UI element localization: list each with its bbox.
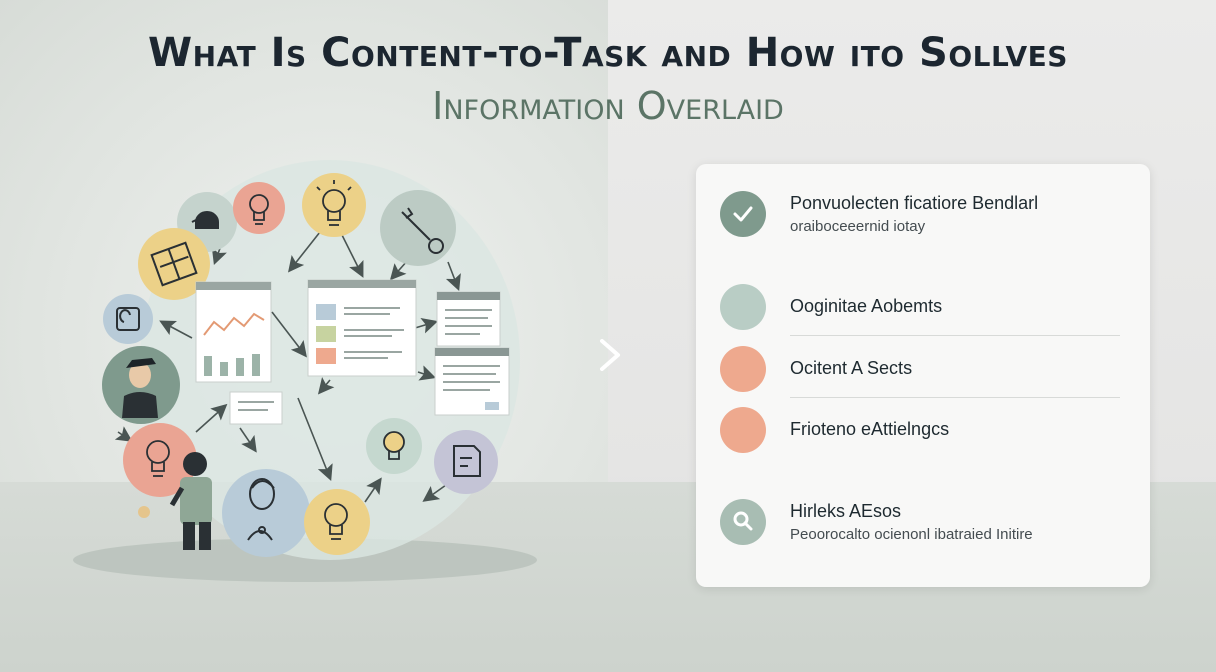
note-card — [229, 391, 283, 425]
divider — [790, 397, 1120, 398]
node-document — [434, 430, 498, 494]
panel-item: Ooginitae Aobemts — [720, 284, 1120, 330]
content-network-illustration — [73, 160, 537, 582]
chevron-right-icon — [600, 339, 620, 371]
small-dot — [138, 506, 150, 518]
arrow — [317, 377, 335, 395]
peach-circle — [720, 346, 766, 392]
node-profile — [103, 294, 153, 344]
lightbulb-icon — [383, 431, 405, 460]
title-line-1: What Is Content-to-Task and How ito Soll… — [148, 30, 1068, 76]
panel-item-title: Ponvuolecten ficatiore Bendlarl — [790, 193, 1039, 213]
panel-item-title: Ocitent A Sects — [790, 358, 913, 378]
panel-item-subtitle: Peoorocalto ocienonl ibatraied Initire — [790, 526, 1033, 543]
tools-icon — [401, 207, 444, 254]
divider — [790, 335, 1120, 336]
node-face — [222, 469, 310, 557]
panel-item: Hirleks AEsos Peoorocalto ocienonl ibatr… — [720, 499, 1120, 545]
search-circle — [720, 499, 766, 545]
node-bulb-yellow-2 — [304, 489, 370, 555]
arrow — [288, 231, 321, 273]
arrow — [414, 318, 439, 334]
cap-icon — [191, 211, 219, 229]
chart-line — [203, 312, 265, 336]
arrow — [341, 234, 364, 278]
arrow — [297, 397, 333, 481]
sage-circle — [720, 284, 766, 330]
node-bulb-peach-2 — [123, 423, 197, 497]
panel-item: Ponvuolecten ficatiore Bendlarl oraiboce… — [720, 191, 1120, 237]
arrow — [114, 426, 133, 442]
title-line-2: Information Overlaid — [432, 84, 784, 128]
profile-icon — [116, 307, 140, 331]
document-icon — [453, 445, 481, 477]
check-circle — [720, 191, 766, 237]
panel-item: Ocitent A Sects — [720, 346, 1120, 392]
face-icon — [247, 478, 275, 541]
panel-item-title: Hirleks AEsos — [790, 501, 902, 521]
arrow — [445, 261, 461, 291]
arrow — [417, 365, 437, 381]
arrow — [195, 403, 228, 433]
lightbulb-icon — [316, 180, 352, 226]
icon-nodes — [102, 173, 498, 557]
arrow — [159, 320, 193, 339]
peach-circle — [720, 407, 766, 453]
arrow — [239, 427, 257, 453]
lightbulb-icon — [324, 503, 348, 540]
node-bulb-peach — [233, 182, 285, 234]
content-cards — [195, 279, 510, 425]
search-icon — [733, 511, 753, 531]
arrow — [271, 311, 307, 358]
person-icon — [169, 452, 212, 550]
arrow — [364, 477, 382, 503]
panel-item-title: Ooginitae Aobemts — [790, 296, 943, 316]
person-icon — [122, 358, 158, 418]
panel-item-subtitle: oraiboceeernid iotay — [790, 218, 926, 235]
benefits-panel: Ponvuolecten ficatiore Bendlarl oraiboce… — [696, 164, 1150, 587]
lightbulb-icon — [146, 440, 170, 477]
panel-item: Frioteno eAttielngcs — [720, 407, 1120, 453]
panel-item-title: Frioteno eAttielngcs — [790, 419, 950, 439]
lightbulb-icon — [249, 194, 269, 225]
map-icon — [150, 241, 198, 287]
check-icon — [733, 206, 753, 222]
